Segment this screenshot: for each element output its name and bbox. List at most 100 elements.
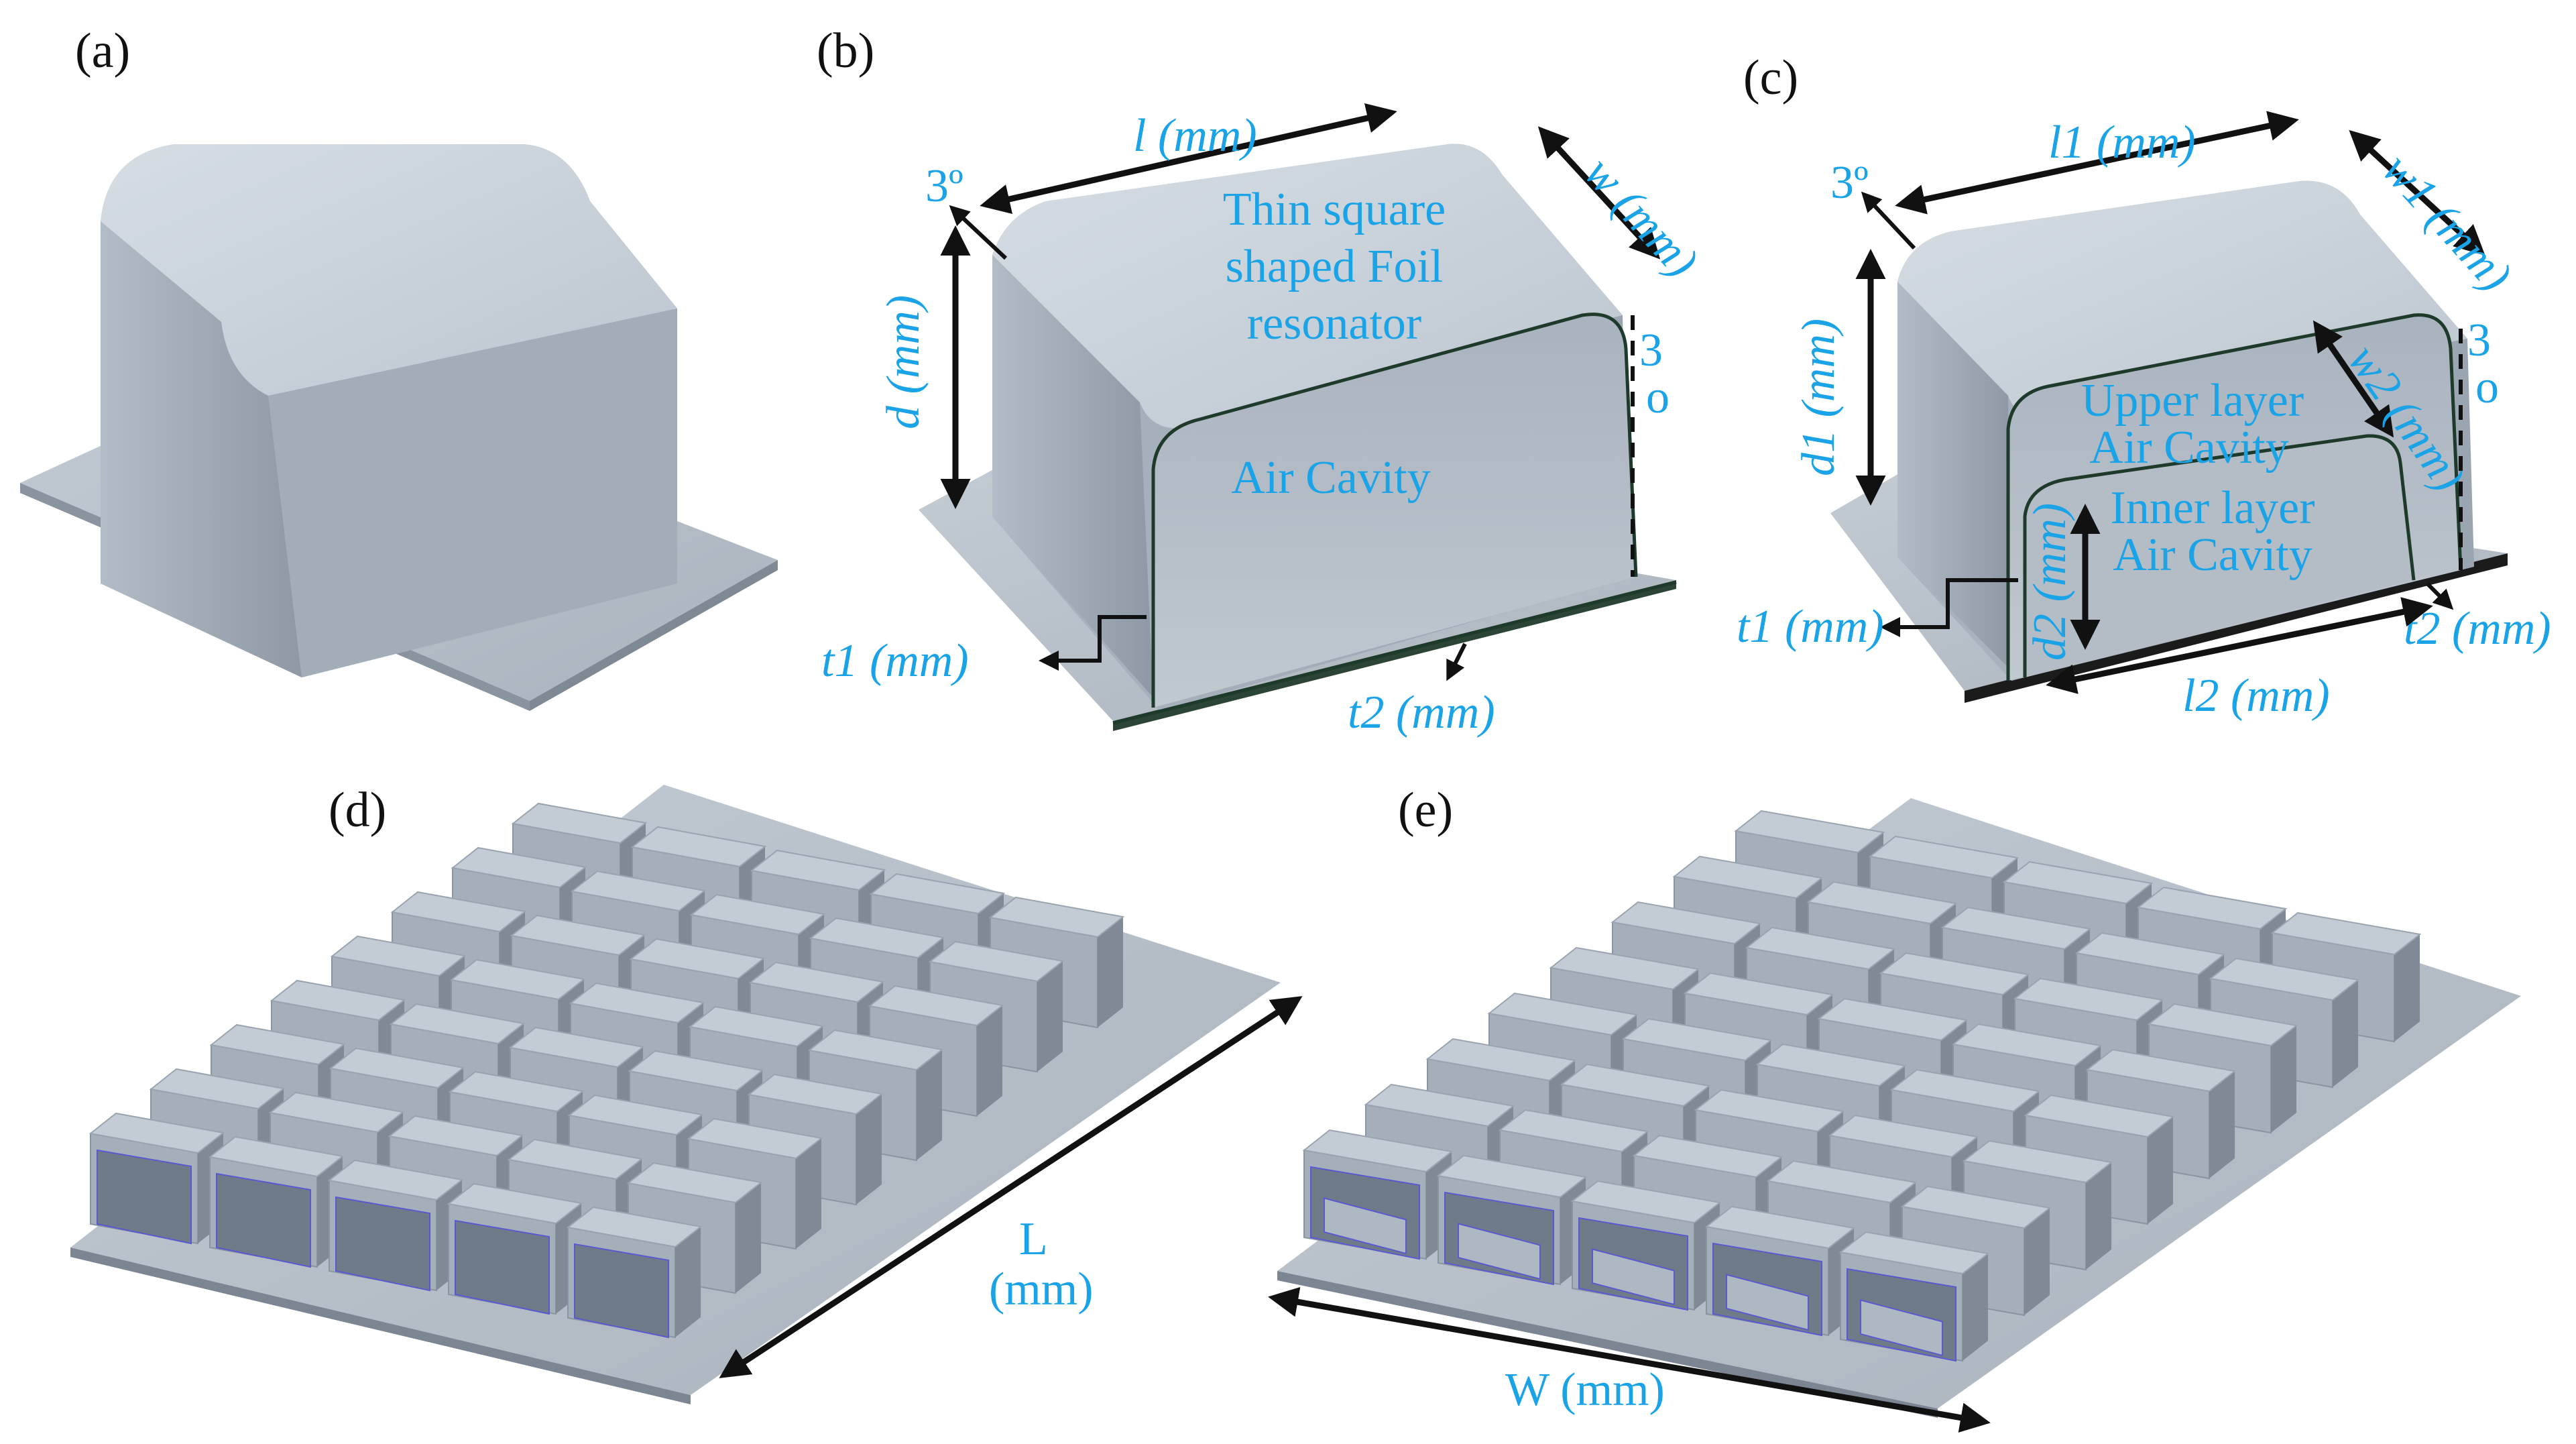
draft-angle-label: 3º <box>925 160 963 212</box>
resonator-top <box>1889 1068 2041 1113</box>
resonator-top <box>1806 881 1958 925</box>
resonator-top <box>511 802 648 844</box>
width-dimension-arrow <box>1537 126 1661 260</box>
panel-a-label: (a) <box>75 23 130 78</box>
resonator-top <box>567 1094 704 1136</box>
resonator-top <box>270 979 406 1021</box>
resonator-top <box>1734 810 1885 854</box>
t2-pointer <box>1446 643 1467 681</box>
resonator-top <box>2147 1003 2298 1047</box>
t1-label: t1 (mm) <box>821 635 969 687</box>
array-length-label-line2: (mm) <box>989 1264 1094 1315</box>
resonator-top <box>2270 911 2422 956</box>
resonator-top <box>629 938 766 980</box>
right-draft-angle-degree: o <box>1646 372 1670 423</box>
resonator-top <box>928 940 1065 983</box>
foil-label-line2: shaped Foil <box>1226 241 1444 292</box>
resonator-top <box>1672 855 1824 899</box>
panel-b-label: (b) <box>817 23 874 78</box>
resonator-top <box>1570 1180 1722 1224</box>
l1-dimension-label: l1 (mm) <box>2048 117 2196 168</box>
draft-angle-label: 3º <box>1830 157 1869 209</box>
resonator-top <box>1436 1154 1588 1199</box>
array-base-plate-edge <box>70 1247 691 1404</box>
inner-cavity-opening <box>1458 1223 1541 1280</box>
foil-resonator-cutaway <box>919 144 1677 731</box>
resonator-top <box>2002 860 2154 905</box>
resonator-side <box>675 1227 701 1337</box>
resonator-top <box>748 961 885 1003</box>
resonator-top <box>1755 1043 1907 1087</box>
resonator-top <box>510 914 646 956</box>
panel-e: (e) W (mm) <box>1268 783 2521 1433</box>
upper-cavity-label-line2: Air Cavity <box>2089 422 2288 474</box>
resonator-top <box>1632 1134 1783 1178</box>
right-draft-angle-value: 3 <box>1639 325 1663 376</box>
t2-label: t2 (mm) <box>1348 687 1495 738</box>
panel-a: (a) <box>20 23 778 711</box>
resonator-top <box>209 1023 346 1066</box>
resonator-top <box>1364 1083 1515 1127</box>
array-width-label: W (mm) <box>1505 1364 1665 1416</box>
upper-cavity-label-line1: Upper layer <box>2081 375 2304 427</box>
resonator-top <box>330 935 467 977</box>
resonator-top <box>1900 1185 2052 1229</box>
w1-dimension-arrow <box>2349 129 2485 256</box>
inner-cavity-label-line2: Air Cavity <box>2113 529 2312 581</box>
resonator-top <box>1498 1109 1649 1153</box>
resonator-top <box>1940 906 2092 950</box>
resonator-top <box>327 1159 464 1201</box>
resonator-top <box>507 1138 644 1180</box>
resonator-top <box>1621 1017 1773 1062</box>
resonator-side <box>2394 934 2420 1042</box>
resonator-top <box>566 1206 703 1248</box>
length-dimension-arrow <box>980 103 1397 214</box>
cavity-opening <box>97 1149 192 1245</box>
resonator-top <box>1549 946 1700 991</box>
d1-dimension-label: d1 (mm) <box>1793 319 1845 476</box>
resonator-side <box>2271 1025 2296 1133</box>
panel-c-label: (c) <box>1743 50 1798 105</box>
d2-dimension-label: d2 (mm) <box>2024 503 2076 661</box>
box-side <box>101 221 302 677</box>
resonator-side <box>2333 980 2358 1087</box>
resonator-top <box>570 870 707 912</box>
draft-angle-pointer <box>1861 191 1916 250</box>
panel-c: (c) l1 (mm) w1 (mm) w2 (mm) d1 (mm) <box>1737 50 2551 722</box>
cavity-opening <box>216 1172 311 1268</box>
resonator-top <box>2013 977 2164 1021</box>
l1-dimension-arrow <box>1895 111 2299 215</box>
resonator-top <box>268 1091 405 1133</box>
resonator-top <box>2085 1048 2237 1093</box>
length-dimension-label: l (mm) <box>1133 110 1257 162</box>
resonator-side <box>2148 1117 2173 1224</box>
right-draft-angle-degree: o <box>2475 362 2499 413</box>
array-length-arrow <box>719 996 1303 1378</box>
w2-dimension-arrow <box>2312 320 2394 438</box>
inner-cavity-label-line1: Inner layer <box>2110 482 2315 534</box>
width-dimension-label: w (mm) <box>1574 147 1708 287</box>
resonator-top <box>508 1026 645 1068</box>
resonator-side <box>2086 1162 2111 1270</box>
resonator-top <box>569 982 705 1024</box>
panel-d: (d) L (mm) <box>70 783 1303 1404</box>
l2-dimension-arrow <box>2046 597 2433 694</box>
resonator-side <box>2209 1071 2235 1178</box>
resonator-top <box>1879 952 2030 996</box>
upper-cavity-edge <box>2006 313 2463 681</box>
resonator-top <box>208 1135 345 1178</box>
resonator-top <box>2136 886 2288 930</box>
l2-dimension-label: l2 (mm) <box>2182 670 2330 722</box>
resonator-top <box>1683 972 1834 1016</box>
panel-b: (b) l (mm) w (mm) d (mm) 3º 3 o Thin squ… <box>817 23 1708 738</box>
resonator-top <box>630 826 767 868</box>
array-length-label-line1: L <box>1019 1213 1048 1265</box>
resonator-top <box>1838 1231 1990 1275</box>
resonator-top <box>389 1003 526 1045</box>
resonator-top <box>2024 1094 2175 1138</box>
right-draft-angle-value: 3 <box>2467 315 2491 366</box>
resonator-top <box>2209 957 2360 1001</box>
plate-edge-line <box>1112 580 1677 725</box>
